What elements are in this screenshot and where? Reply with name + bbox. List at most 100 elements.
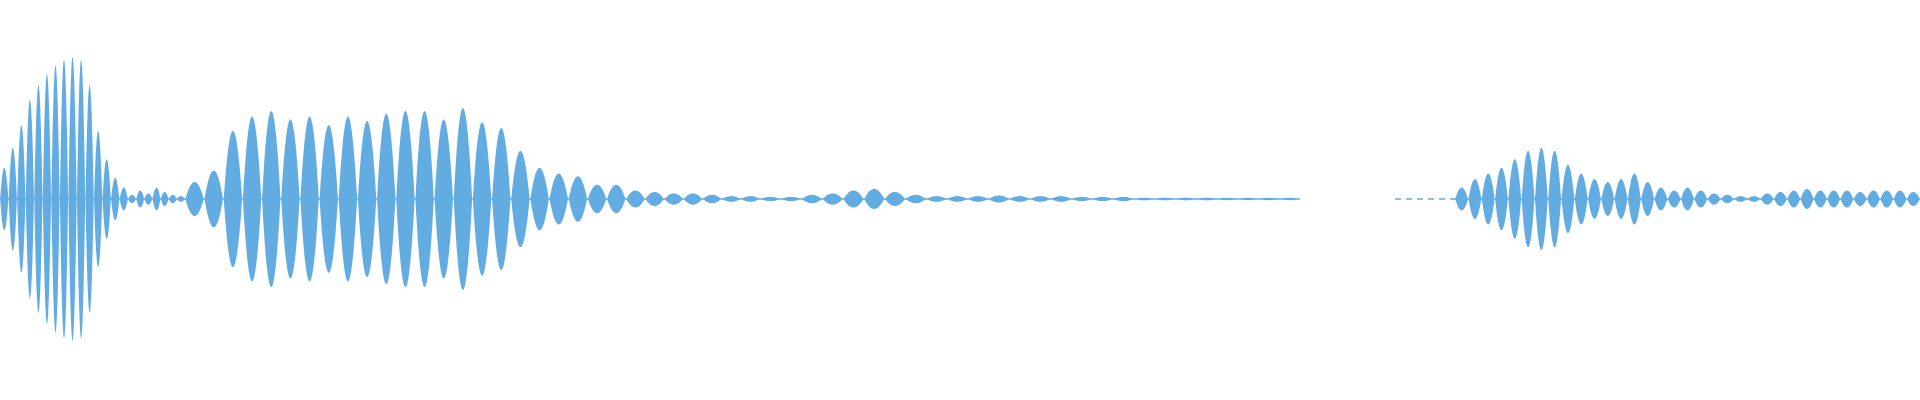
waveform-lobe <box>1009 196 1030 202</box>
waveform-lobe <box>1574 173 1588 225</box>
waveform-lobe <box>683 193 703 205</box>
waveform-lobe <box>568 176 588 222</box>
waveform-lobe <box>0 167 9 231</box>
waveform-lobe <box>1827 190 1841 208</box>
waveform-lobe <box>1867 190 1880 208</box>
waveform-lobe <box>549 173 568 225</box>
waveform-lobe <box>34 85 43 313</box>
waveform-lobe <box>1880 190 1894 208</box>
waveform-lobe <box>1071 196 1092 202</box>
waveform-lobe <box>319 125 338 273</box>
waveform-lobe <box>168 194 177 204</box>
waveform-lobe <box>645 191 664 207</box>
waveform-lobe <box>511 150 530 248</box>
waveform-lobe <box>1906 191 1920 207</box>
waveform-lobe <box>94 130 103 268</box>
waveform-lobe <box>1681 187 1694 211</box>
waveform-lobe <box>1534 147 1548 251</box>
waveform-lobe <box>152 187 161 211</box>
waveform-lobe <box>1155 197 1175 201</box>
waveform-lobe <box>1217 197 1238 201</box>
waveform-lobe <box>396 110 415 288</box>
waveform-lobe <box>1813 190 1827 208</box>
waveform-lobe <box>185 181 204 217</box>
waveform-lobe <box>905 194 926 204</box>
waveform-lobe <box>1092 196 1113 202</box>
waveform-lobe <box>357 120 377 278</box>
waveform-lobe <box>1734 196 1748 202</box>
waveform-lobe <box>864 189 885 209</box>
waveform-lobe <box>136 190 145 208</box>
waveform-lobe <box>1601 181 1615 217</box>
waveform-lobe <box>1238 197 1259 201</box>
waveform-lobe <box>885 191 905 207</box>
waveform-lobe <box>204 170 223 228</box>
waveform-lobe <box>1840 190 1854 208</box>
waveform-lobe <box>42 74 52 324</box>
waveform-lobe <box>722 196 741 202</box>
waveform-lobe <box>160 191 169 207</box>
waveform-lobe <box>119 187 128 211</box>
waveform-lobe <box>242 116 262 282</box>
waveform-lobe <box>262 110 281 288</box>
waveform-lobe <box>1641 181 1655 217</box>
waveform-lobe <box>1667 190 1681 208</box>
waveform-lobe <box>1614 179 1628 219</box>
waveform-lobe <box>1468 179 1482 219</box>
waveform-lobe <box>1800 189 1814 209</box>
waveform-lobe <box>453 108 473 290</box>
waveform-lobes <box>0 57 1920 341</box>
waveform-lobe <box>801 194 822 204</box>
waveform-lobe <box>415 110 434 288</box>
waveform-lobe <box>8 147 17 251</box>
waveform-lobe <box>102 159 111 239</box>
waveform-lobe <box>25 99 34 299</box>
waveform-lobe <box>988 195 1009 203</box>
waveform-lobe <box>1627 173 1641 225</box>
waveform-lobe <box>781 196 802 202</box>
waveform-lobe <box>926 196 947 202</box>
waveform-lobe <box>300 116 319 282</box>
waveform-lobe <box>1893 190 1907 208</box>
waveform-lobe <box>530 167 549 231</box>
waveform-lobe <box>59 59 69 339</box>
waveform-lobe <box>472 122 492 276</box>
waveform-lobe <box>1258 197 1279 201</box>
waveform-lobe <box>434 119 453 279</box>
waveform-lobe <box>1787 190 1801 208</box>
waveform-lobe <box>111 177 120 221</box>
waveform-lobe <box>1760 193 1774 205</box>
waveform-lobe <box>1707 193 1721 205</box>
waveform-lobe <box>1134 197 1155 201</box>
waveform-lobe <box>1113 196 1134 202</box>
waveform-lobe <box>664 193 683 205</box>
waveform-lobe <box>85 85 94 313</box>
waveform-lobe <box>1853 191 1867 207</box>
waveform-lobe <box>1720 194 1734 204</box>
waveform-lobe <box>741 196 760 202</box>
waveform-lobe <box>1481 173 1495 225</box>
waveform-lobe <box>281 119 300 279</box>
waveform-lobe <box>338 116 358 282</box>
waveform-lobe <box>223 130 243 268</box>
waveform-lobe <box>1051 196 1072 202</box>
waveform-lobe <box>587 184 607 214</box>
waveform-lobe <box>702 194 722 204</box>
waveform-lobe <box>51 65 60 333</box>
waveform-lobe <box>128 194 136 204</box>
waveform-lobe <box>68 57 77 341</box>
waveform-lobe <box>1521 150 1535 248</box>
waveform-lobe <box>1175 197 1196 201</box>
waveform-lobe <box>1561 164 1575 234</box>
waveform-lobe <box>1588 179 1601 219</box>
waveform-lobe <box>1508 159 1522 239</box>
waveform-lobe <box>843 190 864 208</box>
waveform-lobe <box>377 113 396 285</box>
waveform-lobe <box>1279 197 1300 201</box>
waveform-lobe <box>1196 197 1217 201</box>
waveform-lobe <box>822 193 843 205</box>
waveform-lobe <box>1455 187 1469 211</box>
waveform-lobe <box>492 128 511 270</box>
